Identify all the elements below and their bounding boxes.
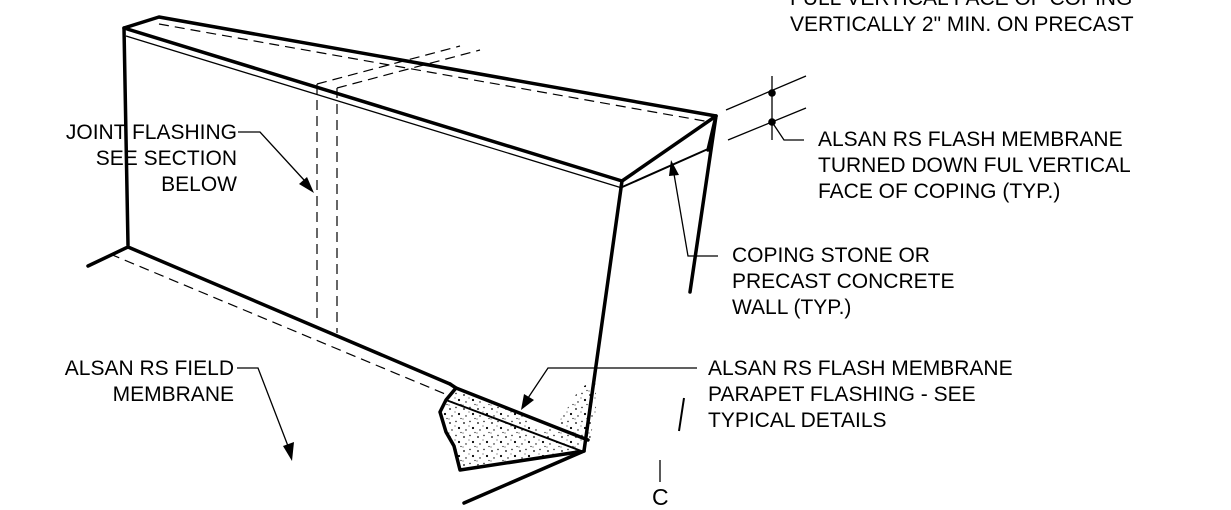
flash-membrane-parapet-line1: ALSAN RS FLASH MEMBRANE bbox=[708, 357, 1013, 380]
section-cut-lines bbox=[659, 397, 685, 482]
field-membrane-label: ALSAN RS FIELD MEMBRANE bbox=[65, 356, 234, 408]
leader-flash-membrane-parapet bbox=[521, 367, 697, 410]
leader-coping-stone bbox=[669, 160, 718, 257]
coping-stone-line1: COPING STONE OR bbox=[732, 244, 930, 267]
section-mark-label: C bbox=[652, 484, 669, 510]
joint-flashing-line2: SEE SECTION bbox=[95, 147, 237, 170]
flash-membrane-coping-line3: FACE OF COPING (TYP.) bbox=[818, 180, 1061, 203]
flash-membrane-parapet-line3: TYPICAL DETAILS bbox=[708, 409, 887, 432]
flash-membrane-coping-line1: ALSAN RS FLASH MEMBRANE bbox=[818, 128, 1123, 151]
roof-base-lines bbox=[86, 245, 586, 505]
section-mark: C bbox=[652, 484, 669, 510]
field-membrane-line2: MEMBRANE bbox=[112, 383, 234, 406]
leader-field-membrane bbox=[237, 367, 294, 461]
title-note-line2: VERTICALLY 2" MIN. ON PRECAST bbox=[790, 13, 1134, 36]
dimension-marks bbox=[725, 75, 807, 141]
title-note-line1: FULL VERTICAL FACE OF COPING bbox=[790, 0, 1134, 12]
field-membrane-line1: ALSAN RS FIELD bbox=[64, 357, 234, 380]
flash-membrane-coping-label: ALSAN RS FLASH MEMBRANE TURNED DOWN FUL … bbox=[818, 127, 1131, 205]
title-note: FULL VERTICAL FACE OF COPING VERTICALLY … bbox=[790, 0, 1134, 38]
coping-stone-label: COPING STONE OR PRECAST CONCRETE WALL (T… bbox=[732, 243, 954, 321]
leader-flash-membrane-coping bbox=[771, 121, 804, 141]
coping-stone-line3: WALL (TYP.) bbox=[732, 296, 852, 319]
flash-membrane-coping-line2: TURNED DOWN FUL VERTICAL bbox=[818, 154, 1131, 177]
flash-membrane-parapet-label: ALSAN RS FLASH MEMBRANE PARAPET FLASHING… bbox=[708, 356, 1013, 434]
joint-flashing-line1: JOINT FLASHING bbox=[65, 121, 237, 144]
coping-stone-line2: PRECAST CONCRETE bbox=[732, 270, 955, 293]
cant-strip-concrete bbox=[410, 380, 596, 472]
joint-flashing-label: JOINT FLASHING SEE SECTION BELOW bbox=[66, 120, 237, 198]
flash-membrane-parapet-line2: PARAPET FLASHING - SEE bbox=[708, 383, 976, 406]
hidden-joint-lines bbox=[158, 23, 711, 333]
leader-joint-flashing bbox=[238, 131, 314, 193]
joint-flashing-line3: BELOW bbox=[161, 173, 237, 196]
